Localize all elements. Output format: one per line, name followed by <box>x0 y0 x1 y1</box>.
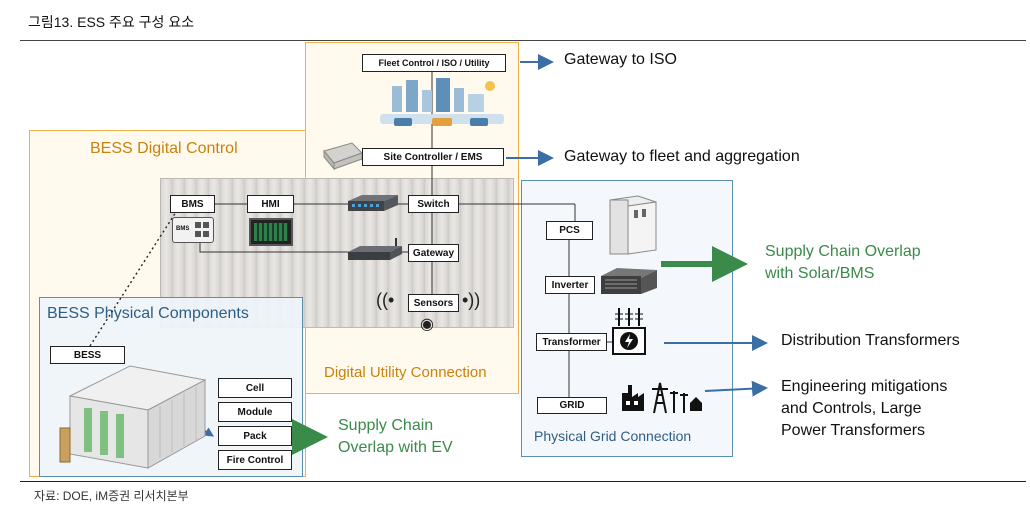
bess-box: BESS <box>50 346 125 364</box>
solar-overlap-line1: Supply Chain Overlap <box>765 243 921 260</box>
bess-digital-control-title: BESS Digital Control <box>90 140 238 157</box>
sensors-box: Sensors <box>408 294 459 312</box>
gateway-device <box>348 238 402 260</box>
fire-control-box: Fire Control <box>218 450 292 470</box>
inverter-box: Inverter <box>545 276 595 294</box>
engineering-mitigations-callout: Engineering mitigations and Controls, La… <box>781 376 947 442</box>
bess-container-illustration <box>59 365 207 469</box>
source-note: 자료: DOE, iM증권 리서치본부 <box>34 489 189 503</box>
gateway-box: Gateway <box>408 244 459 262</box>
transformer-box: Transformer <box>536 333 607 351</box>
module-box: Module <box>218 402 292 422</box>
switch-device <box>348 195 398 211</box>
transformer-icon <box>612 308 646 355</box>
solar-overlap-callout: Supply Chain Overlap with Solar/BMS <box>765 241 921 285</box>
site-controller-device <box>323 142 363 171</box>
digital-utility-connection-title: Digital Utility Connection <box>324 364 487 381</box>
grid-infrastructure-icons <box>622 382 702 414</box>
bess-physical-components-title: BESS Physical Components <box>47 305 249 322</box>
distribution-transformers-callout: Distribution Transformers <box>781 332 960 349</box>
pack-box: Pack <box>218 426 292 446</box>
pcs-cabinet-device <box>609 195 657 255</box>
bms-module-label: BMS <box>176 226 190 232</box>
pcs-box: PCS <box>546 221 593 240</box>
ev-overlap-line2: Overlap with EV <box>338 439 453 456</box>
hmi-box: HMI <box>247 195 294 213</box>
ev-overlap-line1: Supply Chain <box>338 417 434 434</box>
figure-title: 그림13. ESS 주요 구성 요소 <box>28 14 195 30</box>
engineering-line2: and Controls, Large <box>781 400 922 417</box>
bms-grid-icon <box>195 222 209 238</box>
top-rule <box>20 40 1026 41</box>
sensor-wave-bottom-icon: ◉ <box>420 316 434 333</box>
ev-overlap-callout: Supply Chain Overlap with EV <box>338 415 453 459</box>
engineering-line1: Engineering mitigations <box>781 378 948 395</box>
physical-grid-connection-title: Physical Grid Connection <box>534 428 692 444</box>
fleet-control-box: Fleet Control / ISO / Utility <box>362 54 506 72</box>
sensor-wave-right-icon: •)) <box>462 290 481 310</box>
bottom-rule <box>20 481 1026 482</box>
hmi-display <box>254 223 288 241</box>
site-controller-box: Site Controller / EMS <box>362 148 504 166</box>
engineering-line3: Power Transformers <box>781 422 926 439</box>
gateway-to-fleet-callout: Gateway to fleet and aggregation <box>564 148 800 165</box>
cell-box: Cell <box>218 378 292 398</box>
fleet-illustration <box>380 78 504 126</box>
bms-box: BMS <box>170 195 215 213</box>
grid-box: GRID <box>537 397 607 414</box>
inverter-device <box>601 268 657 294</box>
solar-overlap-line2: with Solar/BMS <box>765 265 875 282</box>
switch-box: Switch <box>408 195 459 213</box>
bms-module-device: BMS <box>172 217 214 243</box>
sensor-wave-left-icon: ((• <box>376 290 395 310</box>
gateway-to-iso-callout: Gateway to ISO <box>564 51 677 68</box>
hmi-screen-device <box>249 218 293 246</box>
